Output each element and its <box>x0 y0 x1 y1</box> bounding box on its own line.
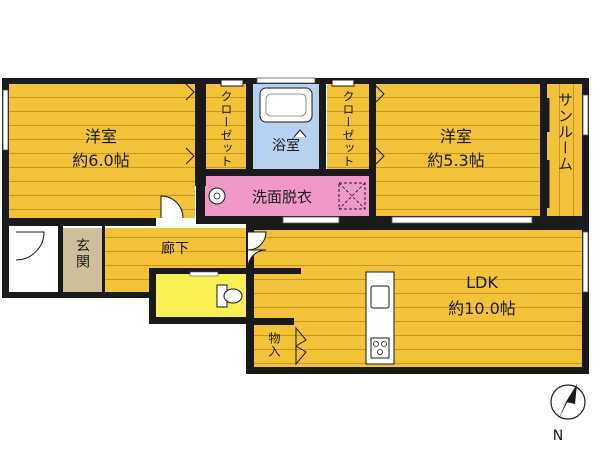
storage-floor <box>254 325 294 367</box>
closet-right-floor <box>327 83 369 169</box>
ldk-floor <box>254 228 586 367</box>
bathroom-label: 浴室 <box>272 137 300 154</box>
entrance-floor <box>62 228 102 292</box>
windows <box>2 77 589 293</box>
western-room-right-floor <box>376 83 540 218</box>
closet-left-floor <box>206 83 246 169</box>
washing-machine <box>338 182 366 210</box>
sunroom-floor <box>547 83 582 218</box>
ldk-name: LDK <box>466 273 498 292</box>
western-room-left-name: 洋室 <box>85 127 117 146</box>
washroom-label: 洗面脱衣 <box>252 188 312 206</box>
washbasin <box>208 187 226 205</box>
sunroom-label: サンルーム <box>556 92 574 172</box>
washroom-floor <box>205 176 370 216</box>
sink <box>370 285 390 309</box>
bathtub <box>259 87 313 123</box>
fixtures <box>189 87 395 365</box>
closet-right-label: クローゼット <box>341 90 355 168</box>
compass-north-label: N <box>553 428 563 444</box>
western-room-left-size: 約6.0帖 <box>72 151 129 170</box>
compass: N <box>550 384 586 444</box>
hallway-label: 廊下 <box>161 240 189 257</box>
western-room-right-size: 約5.3帖 <box>427 151 484 170</box>
closet-left-label: クローゼット <box>219 90 233 168</box>
stove <box>370 337 390 359</box>
entrance-label: 玄関 <box>74 237 90 270</box>
western-room-right-name: 洋室 <box>440 127 472 146</box>
doors <box>15 79 550 366</box>
western-room-left-floor <box>8 83 195 218</box>
ldk-size: 約10.0帖 <box>448 299 516 318</box>
storage-label: 物入 <box>267 332 281 358</box>
